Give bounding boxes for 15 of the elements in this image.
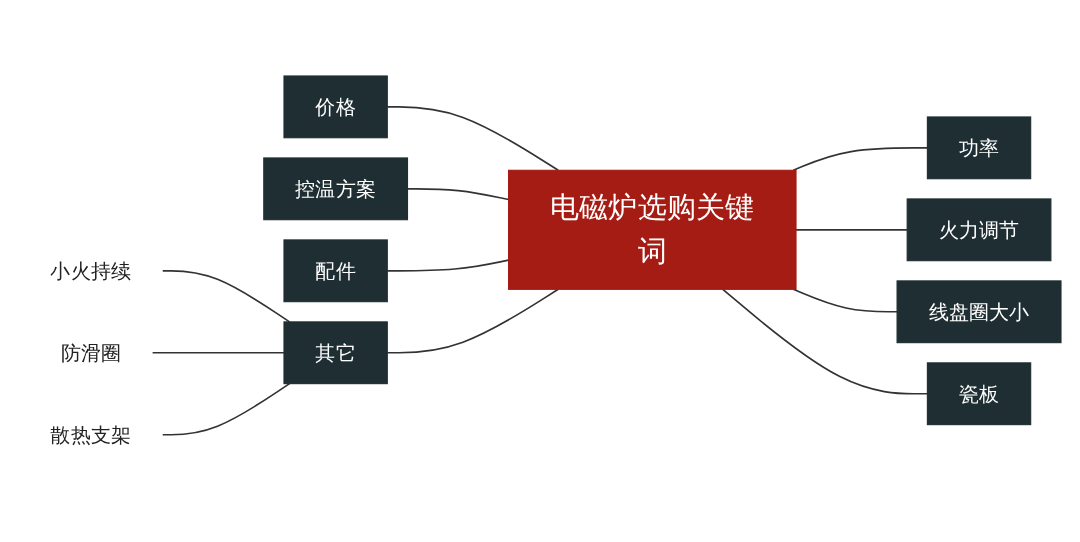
node-box: 功率 [926, 116, 1032, 180]
node-box: 其它 [283, 321, 388, 385]
connector [161, 383, 291, 436]
node-box: 价格 [283, 75, 388, 139]
node-box: 电磁炉选购关键词 [508, 169, 797, 291]
node-text: 小火持续 [50, 259, 132, 283]
node-box: 线盘圈大小 [896, 280, 1062, 344]
node-box: 瓷板 [926, 362, 1032, 426]
node-box: 配件 [283, 239, 388, 303]
connector [161, 270, 291, 323]
node-box: 火力调节 [906, 198, 1052, 262]
node-text: 散热支架 [50, 423, 132, 447]
node-box: 控温方案 [263, 157, 409, 221]
node-text: 防滑圈 [60, 341, 122, 365]
connector [792, 288, 898, 313]
